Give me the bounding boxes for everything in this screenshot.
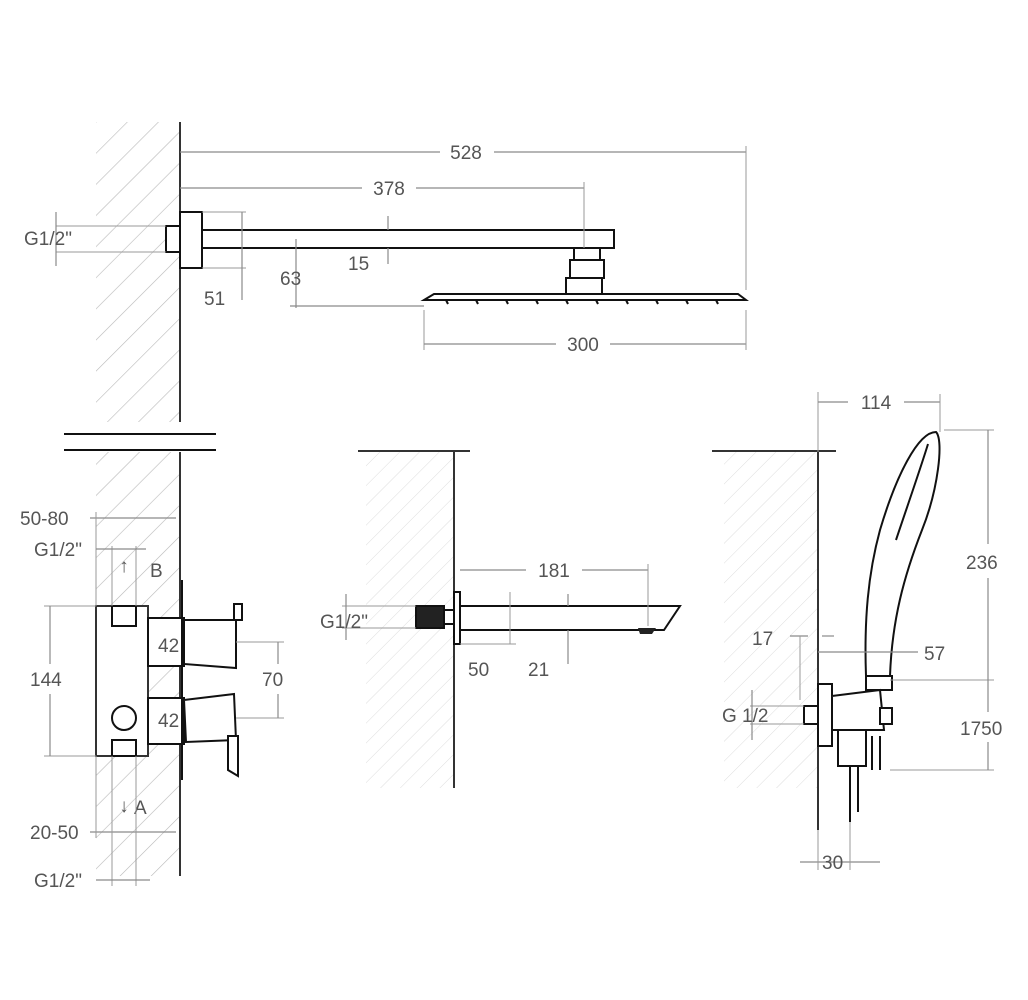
label-total-length: 528 [450,143,482,164]
mixer-assembly: ↑ B ↓ A 42 42 50-80 G1/2" 144 [20,509,284,892]
dim-spout-length: 181 [460,561,649,626]
outlet-b-port [111,605,137,627]
spout-assembly: 181 G1/2" 50 21 [320,450,682,788]
label-thread-top: G1/2" [34,540,82,561]
label-outlet-b: B [150,561,163,582]
dim-wall-depth: 50-80 [20,509,176,606]
wall-hatch-upper [96,122,180,422]
spout-nut [443,609,455,625]
dim-hand-width: 114 [817,392,941,452]
dim-hand-offset: 17 [752,629,834,700]
dim-spout-height: 21 [528,594,569,681]
label-outlet-a: A [134,798,147,819]
shower-arm-assembly: 528 378 G1/2" 51 63 [24,143,749,356]
label-holder-depth: 57 [924,644,945,665]
label-spout-height: 21 [528,660,549,681]
ball-joint [569,259,605,279]
label-spout-flange: 50 [468,660,489,681]
label-hand-width: 114 [861,393,892,414]
wall-thread-connector [165,225,181,253]
label-wall-depth: 50-80 [20,509,69,530]
label-valve-spacing: 70 [262,670,283,691]
label-outlet-width: 30 [822,853,843,874]
dim-holder-depth: 57 [818,644,945,665]
holder-knob [879,707,893,725]
dim-body-height: 144 [30,605,96,757]
dim-flange-height: 51 [202,211,246,310]
mixer-body [95,605,149,757]
label-thread-bottom: G1/2" [34,871,82,892]
outlet-a-port [111,739,137,757]
lower-handle [182,692,238,744]
label-hose-length: 1750 [960,719,1002,740]
hand-shower-head [864,430,941,677]
label-arm-length: 378 [373,179,405,200]
dim-arm-thread: G1/2" [24,212,166,266]
dim-valve-spacing: 70 [236,641,284,719]
label-outlet-b-arrow: ↑ [119,556,129,577]
label-hand-height: 236 [966,553,998,574]
spout-outlet [638,628,656,634]
mixer-inlet-circle [111,705,137,731]
holder-body [831,688,886,731]
spout-thread [415,605,445,629]
dim-hand-thread: G 1/2 [722,690,804,740]
dim-spout-flange: 50 [460,592,516,681]
label-flange-height: 51 [204,289,225,310]
label-hand-thread: G 1/2 [722,706,768,727]
hand-wall-hatch [724,452,818,788]
dim-spout-thread: G1/2" [320,594,416,640]
hose-connector [837,729,867,767]
hose [849,766,859,822]
hand-shower-assembly: 114 236 17 57 G 1/2 17 [712,392,1002,874]
label-spout-length: 181 [538,561,570,582]
label-hand-offset: 17 [752,629,773,650]
spout-body [459,605,682,631]
label-head-width: 300 [567,335,599,356]
upper-handle [183,619,237,670]
holder-flange [817,683,833,747]
shower-arm [201,229,615,249]
shower-head [420,293,749,301]
hand-shower-neck [865,675,893,691]
dim-wall-depth-bottom: 20-50 [30,756,176,844]
label-arm-thread: G1/2" [24,229,72,250]
dim-hose-length: 1750 [890,680,1002,771]
head-connector [565,277,603,295]
label-arm-thickness: 15 [348,254,369,275]
hand-shower-face [895,443,929,541]
arm-joint [573,247,601,261]
label-valve-lower: 42 [158,711,179,732]
dim-head-width: 300 [423,310,747,356]
label-wall-depth-bottom: 20-50 [30,823,79,844]
label-spout-thread: G1/2" [320,612,368,633]
dim-arm-thickness: 15 [348,216,389,275]
label-outlet-a-arrow: ↓ [119,796,129,817]
dim-thread-bottom: G1/2" [34,756,150,892]
dim-head-drop: 63 [280,239,424,308]
dim-outlet-width: 30 [800,822,880,874]
lower-handle-lever [227,735,239,778]
shower-head-nozzles [445,299,719,305]
label-valve-upper: 42 [158,636,179,657]
label-body-height: 144 [30,670,62,691]
wall-flange [179,211,203,269]
valve-upper-housing [147,617,185,667]
dim-total-length: 528 [180,143,747,290]
holder-bracket [871,736,881,770]
dim-hand-height: 236 [890,429,998,681]
label-head-drop: 63 [280,269,301,290]
upper-handle-tip [233,603,243,621]
dim-thread-top: G1/2" [34,540,146,606]
dim-arm-length: 378 [180,179,585,248]
holder-thread [803,705,819,725]
